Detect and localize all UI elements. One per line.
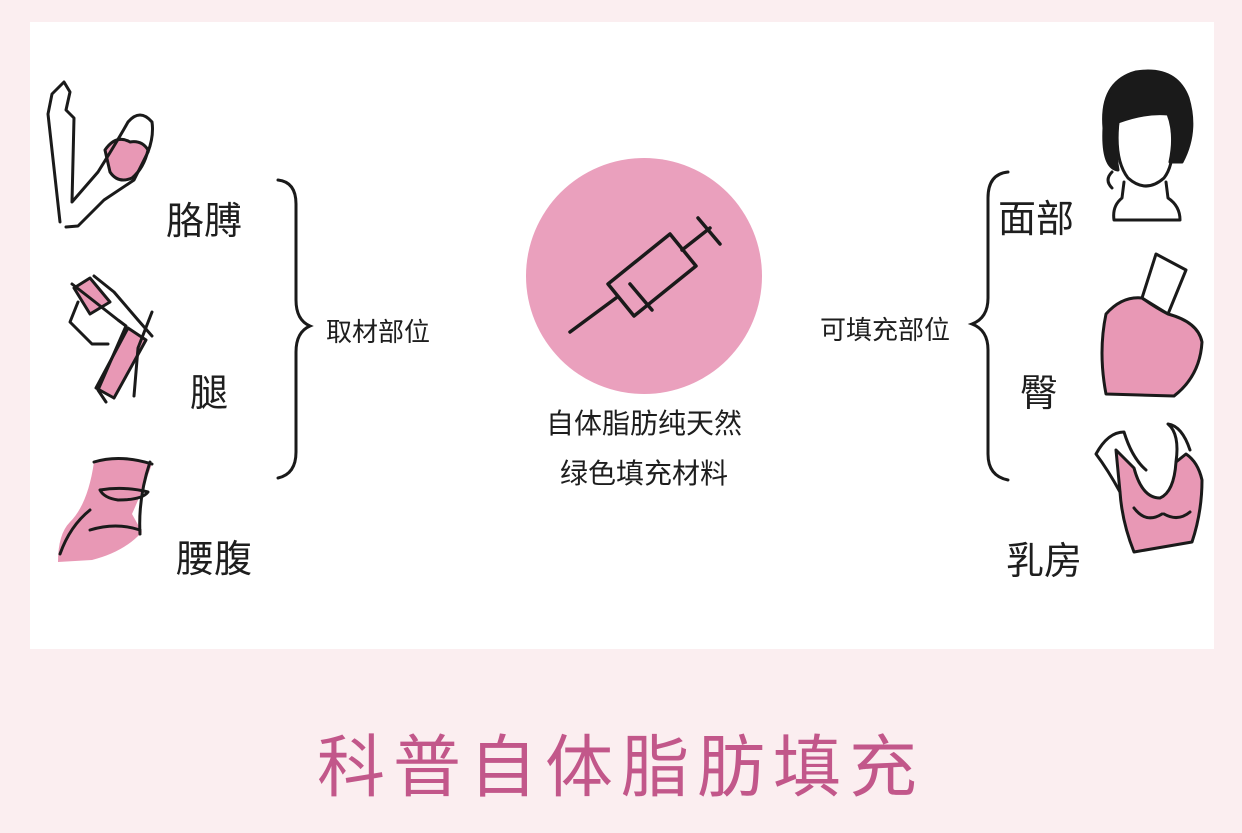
buttocks-icon (1100, 252, 1204, 398)
fill-item-breast: 乳房 (1006, 539, 1083, 583)
diagram-panel: 胳膊 腿 腰腹 取材部位 自体脂肪纯天然 绿色填充材料 可填充部位 面部 臀 乳… (30, 22, 1214, 649)
source-item-arm: 胳膊 (166, 199, 243, 243)
fill-areas-label: 可填充部位 (820, 316, 951, 346)
fill-item-buttocks: 臀 (1020, 371, 1059, 415)
syringe-icon (568, 216, 722, 334)
face-icon (1102, 69, 1194, 222)
leg-icon (68, 274, 154, 404)
arm-icon (46, 80, 154, 229)
footer-title: 科普自体脂肪填充 (316, 729, 925, 808)
source-item-leg: 腿 (190, 371, 229, 415)
fill-item-face: 面部 (998, 197, 1075, 241)
diagram-canvas (46, 69, 1204, 562)
source-bracket (276, 178, 314, 480)
center-caption-line2: 绿色填充材料 (559, 457, 728, 490)
center-caption-line1: 自体脂肪纯天然 (545, 407, 742, 440)
breast-icon (1094, 422, 1204, 554)
source-areas-label: 取材部位 (326, 318, 431, 348)
waist-icon (58, 457, 154, 562)
fill-bracket (967, 170, 1010, 482)
syringe-circle (526, 158, 762, 394)
source-item-waist: 腰腹 (176, 537, 253, 581)
